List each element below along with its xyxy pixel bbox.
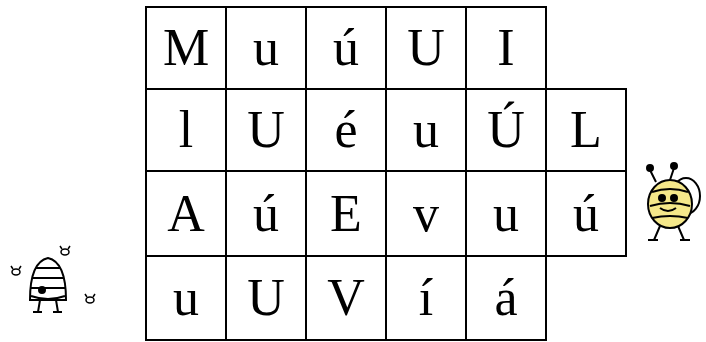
- cell-letter: v: [413, 188, 439, 240]
- grid-cell: U: [385, 6, 467, 90]
- cell-letter: A: [167, 188, 205, 240]
- grid-cell: u: [465, 170, 547, 257]
- cell-letter: U: [247, 272, 285, 324]
- grid-cell: M: [145, 6, 227, 90]
- grid-cell: L: [545, 88, 627, 172]
- grid-cell: u: [225, 6, 307, 90]
- cell-letter: ú: [573, 188, 599, 240]
- grid-cell: Ú: [465, 88, 547, 172]
- cell-letter: Ú: [487, 104, 525, 156]
- grid-cell: é: [305, 88, 387, 172]
- grid-cell: E: [305, 170, 387, 257]
- cell-letter: u: [493, 188, 519, 240]
- cell-letter: l: [179, 104, 193, 156]
- cell-letter: M: [163, 22, 209, 74]
- cell-letter: V: [327, 272, 365, 324]
- beehive: [30, 258, 66, 312]
- cell-letter: ú: [253, 188, 279, 240]
- grid-cell: A: [145, 170, 227, 257]
- grid-cell: ú: [225, 170, 307, 257]
- cell-letter: U: [247, 104, 285, 156]
- grid-cell: ú: [545, 170, 627, 257]
- cell-letter: u: [253, 22, 279, 74]
- cell-letter: í: [419, 272, 433, 324]
- grid-cell: U: [225, 255, 307, 341]
- grid-cell: ú: [305, 6, 387, 90]
- grid-cell: I: [465, 6, 547, 90]
- grid-cell: u: [385, 88, 467, 172]
- grid-cell: u: [145, 255, 227, 341]
- small-bee: [11, 246, 95, 303]
- grid-cell: á: [465, 255, 547, 341]
- cell-letter: u: [173, 272, 199, 324]
- grid-cell: V: [305, 255, 387, 341]
- cell-letter: ú: [333, 22, 359, 74]
- cell-letter: é: [334, 104, 357, 156]
- bee: [647, 163, 700, 240]
- cell-letter: u: [413, 104, 439, 156]
- cell-letter: I: [497, 22, 514, 74]
- grid-cell: U: [225, 88, 307, 172]
- grid-cell: í: [385, 255, 467, 341]
- cell-letter: á: [494, 272, 517, 324]
- grid-cell: v: [385, 170, 467, 257]
- cell-letter: E: [330, 188, 362, 240]
- cell-letter: U: [407, 22, 445, 74]
- grid-cell: l: [145, 88, 227, 172]
- cell-letter: L: [570, 104, 602, 156]
